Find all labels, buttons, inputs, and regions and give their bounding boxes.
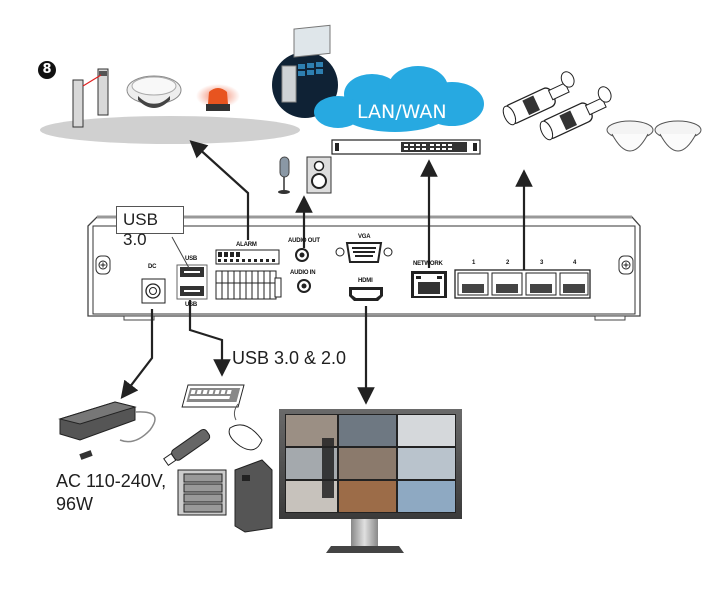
lan-wan-cloud-icon (314, 66, 484, 132)
mouse-icon (228, 403, 263, 451)
usb-ports (176, 264, 208, 300)
vga-port-label: VGA (358, 234, 371, 240)
external-hdd-icon (234, 459, 273, 533)
monitor-icon (279, 409, 462, 553)
ip-cameras-group (502, 71, 702, 152)
keyboard-icon (181, 384, 245, 408)
poe-port-label-2: 2 (506, 260, 510, 266)
audio-in-label: AUDIO IN (290, 270, 316, 276)
usb-connection-arrow (188, 300, 231, 377)
lan-wan-label: LAN/WAN (357, 101, 447, 123)
alarm-group-shadow (40, 116, 300, 144)
external-raid-icon (177, 469, 227, 516)
network-rj45-port (411, 271, 447, 298)
usb-flash-drive-icon (163, 428, 211, 467)
dc-power-port (141, 278, 166, 304)
bullet-camera-icon (539, 86, 612, 141)
alarm-devices-group (40, 68, 300, 144)
screw-right-icon (618, 255, 634, 275)
alarm-connection-arrow (189, 140, 250, 240)
vga-port (335, 242, 393, 263)
power-spec-label-line2: 96W (56, 494, 94, 514)
screw-left-icon (95, 255, 111, 275)
smoke-detector-icon (126, 75, 182, 108)
audio-out-jack (295, 248, 309, 262)
nvr-rear-panel (87, 215, 641, 321)
hdmi-port (349, 287, 383, 301)
connection-lines (120, 140, 533, 405)
usb-port-label-bottom: USB (185, 302, 198, 308)
usb-devices-label: USB 3.0 & 2.0 (232, 348, 347, 368)
dc-port-label: DC (148, 264, 157, 270)
dome-camera-icon (654, 120, 702, 152)
power-adapter-icon (58, 401, 156, 460)
alarm-terminal-block (215, 249, 282, 300)
speaker-icon (306, 156, 332, 194)
camera-view-grid (286, 415, 455, 512)
poe-ports (454, 269, 591, 299)
network-port-label: NETWORK (413, 261, 443, 267)
network-group (272, 24, 484, 155)
usb-front-callout-text: USB 3.0 (123, 210, 158, 249)
bullet-camera-icon (502, 71, 575, 126)
poe-port-label-4: 4 (573, 260, 577, 266)
audio-in-jack (297, 279, 311, 293)
poe-port-label-1: 1 (472, 260, 476, 266)
hdmi-port-label: HDMI (358, 278, 373, 284)
poe-port-label-3: 3 (540, 260, 544, 266)
door-sensor-icon (72, 68, 109, 128)
audio-out-label: AUDIO OUT (288, 238, 320, 244)
alarm-port-label: ALARM (236, 242, 257, 248)
step-number-badge: 8 (38, 61, 56, 79)
power-spec-label-line1: AC 110-240V, (56, 471, 167, 491)
usb-front-callout: USB 3.0 (116, 206, 184, 249)
usb-port-label-top: USB (185, 256, 198, 262)
dc-power-connection-arrow (120, 309, 154, 399)
microphone-icon (278, 156, 290, 194)
dome-camera-icon (606, 120, 654, 152)
strobe-siren-icon (196, 84, 240, 111)
network-switch-icon (331, 139, 481, 155)
